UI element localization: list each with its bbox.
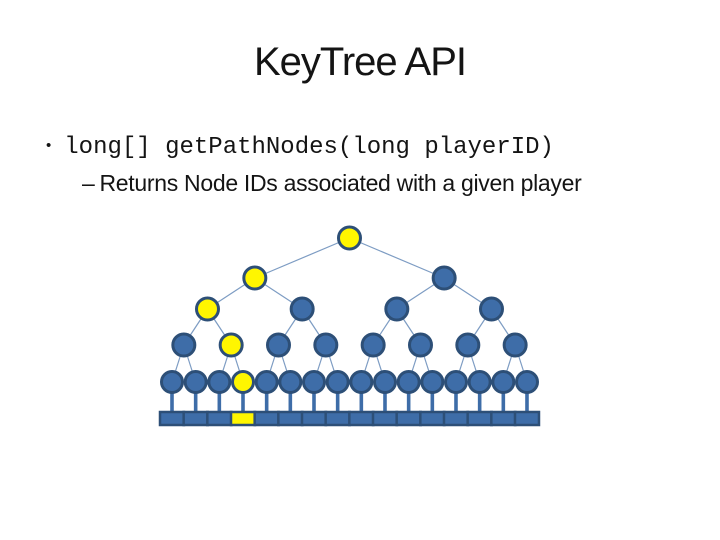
leaf-square: [324, 410, 351, 427]
tree-node-highlighted: [218, 332, 244, 358]
tree-node: [420, 370, 445, 394]
tree-node: [183, 370, 208, 394]
tree-node: [467, 370, 492, 394]
tree-node: [171, 332, 197, 358]
tree-node: [254, 370, 279, 394]
tree-node: [431, 265, 457, 291]
tree-node: [502, 332, 528, 358]
leaf-square: [253, 410, 280, 427]
tree-node: [514, 370, 539, 394]
tree-node: [289, 296, 315, 322]
leaf-square: [490, 410, 517, 427]
sub-bullet-line: –Returns Node IDs associated with a give…: [82, 169, 582, 198]
tree-node: [491, 370, 516, 394]
tree-node: [407, 332, 433, 358]
leaf-square: [513, 410, 541, 427]
tree-node: [265, 332, 291, 358]
tree-node: [443, 370, 468, 394]
leaf-square: [466, 410, 493, 427]
leaf-square: [182, 410, 209, 427]
leaf-square: [300, 410, 328, 427]
leaf-square: [277, 410, 304, 427]
tree-edge: [349, 237, 445, 279]
tree-node: [455, 332, 481, 358]
leaf-square: [158, 410, 186, 427]
leaf-square: [395, 410, 422, 427]
tree-node: [372, 370, 397, 394]
tree-node-highlighted: [230, 370, 255, 394]
sub-bullet-marker: –: [82, 170, 95, 196]
tree-node: [207, 370, 232, 394]
bullet-code-text: long[] getPathNodes(long playerID): [64, 134, 554, 161]
leaf-square: [206, 410, 233, 427]
tree-node: [278, 370, 303, 394]
tree-node-highlighted: [242, 265, 268, 291]
tree-node: [301, 370, 326, 394]
tree-node-highlighted: [336, 225, 362, 251]
sub-bullet-text: Returns Node IDs associated with a given…: [99, 170, 582, 196]
tree-edge: [254, 237, 350, 279]
tree-node: [160, 370, 184, 394]
leaf-square-highlighted: [229, 410, 257, 427]
leaf-square: [419, 410, 446, 427]
tree-node: [313, 332, 339, 358]
leaf-square: [442, 410, 470, 427]
bullet-code-line: • long[] getPathNodes(long playerID): [46, 131, 554, 164]
tree-node: [349, 370, 374, 394]
tree-node: [325, 370, 350, 394]
tree-node-highlighted: [194, 296, 220, 322]
tree-node: [360, 332, 386, 358]
slide-title: KeyTree API: [253, 40, 467, 84]
tree-node: [478, 296, 504, 322]
leaf-square: [371, 410, 399, 427]
tree-node: [384, 296, 410, 322]
leaf-square: [348, 410, 375, 427]
tree-node: [396, 370, 421, 394]
bullet-marker: •: [46, 137, 52, 154]
